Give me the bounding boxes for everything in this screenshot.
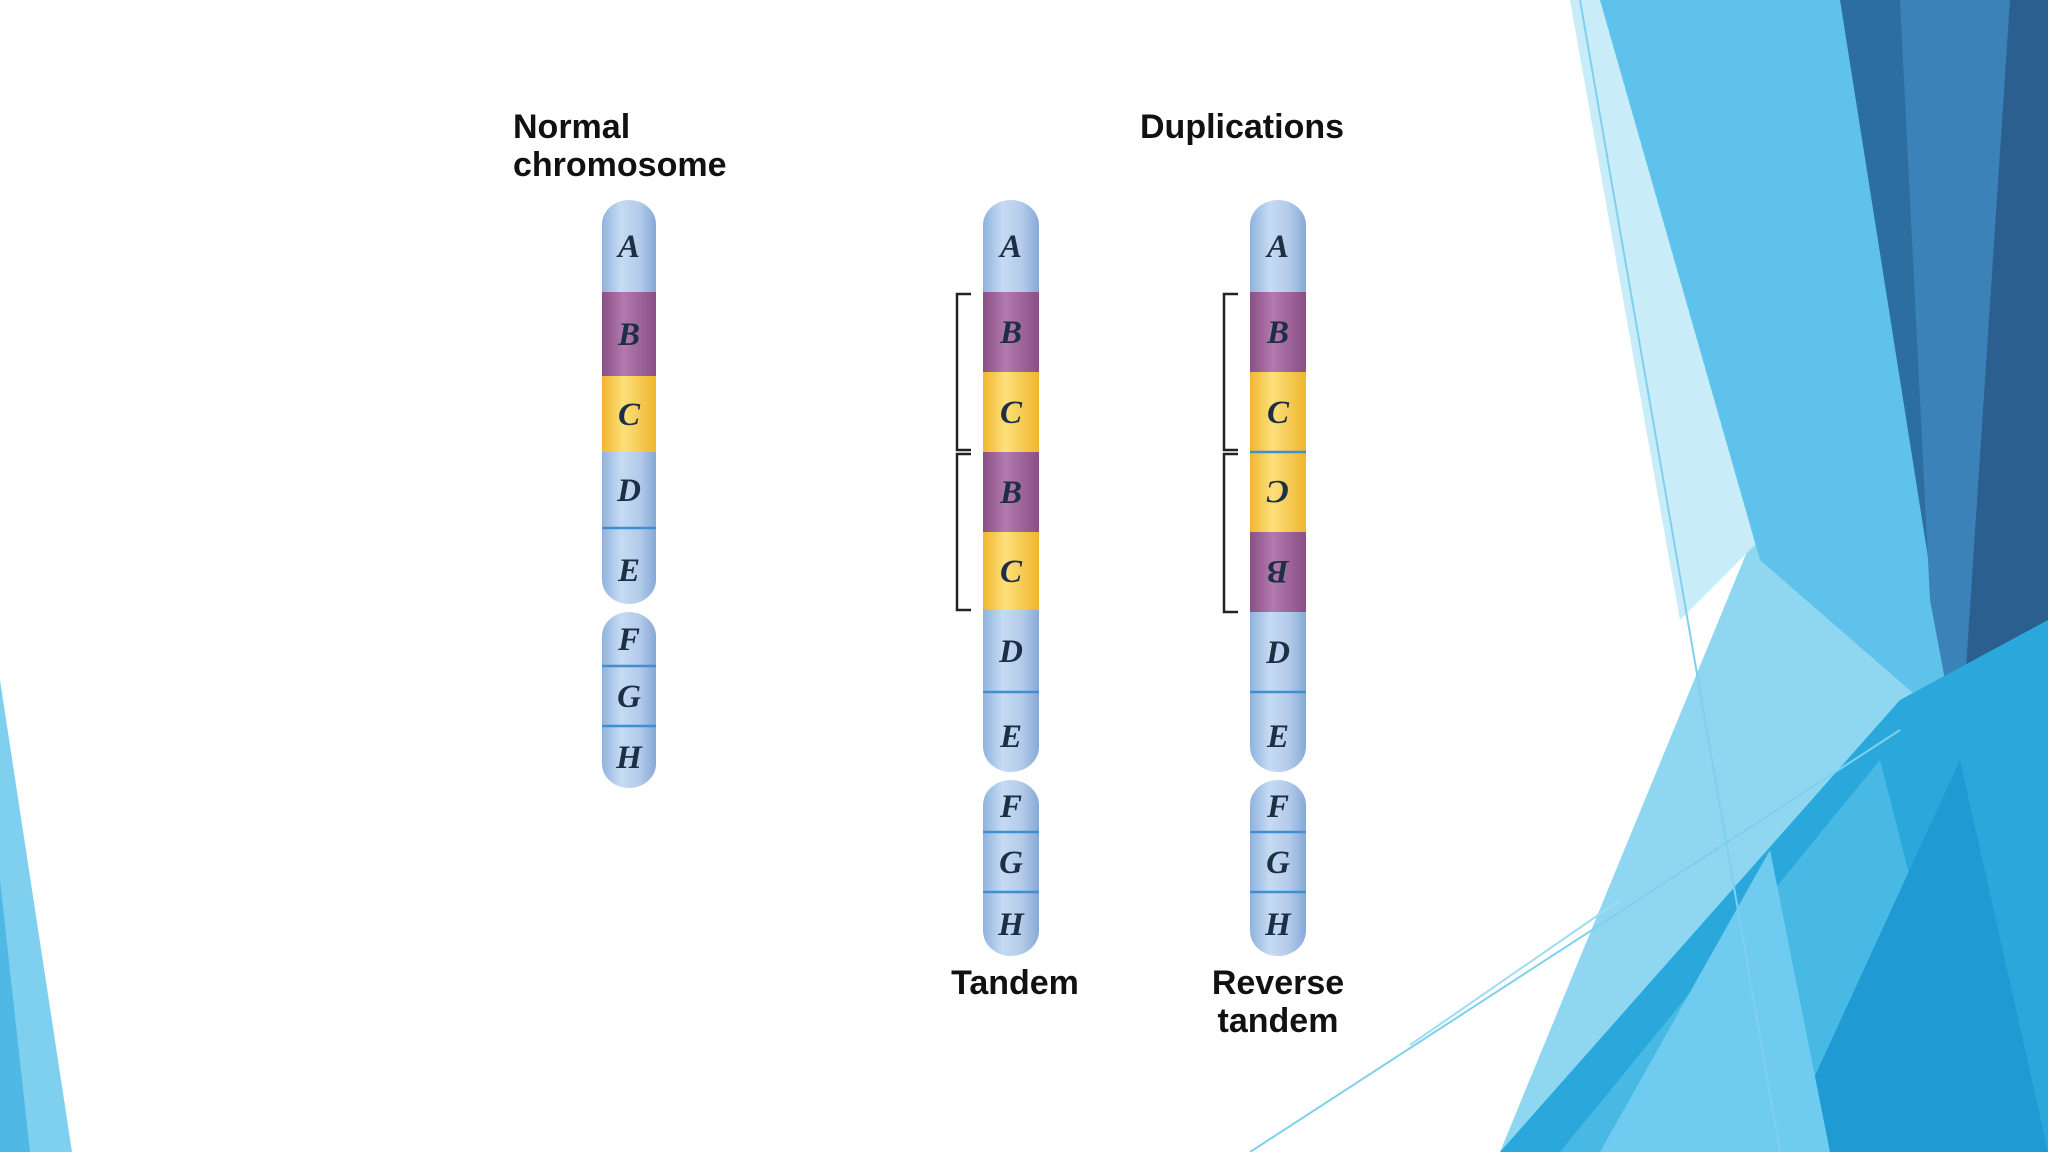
duplications-title: Duplications	[1140, 108, 1345, 146]
decor-line-3	[1409, 899, 1621, 1046]
reverse-tandem-chromosome-label-1: A	[1265, 229, 1289, 265]
normal-chromosome-segment-3	[602, 376, 656, 452]
tandem-chromosome-segment-8	[983, 780, 1039, 832]
reverse-tandem-chromosome-segment-5	[1250, 532, 1306, 612]
right-facet-deep	[1780, 760, 2048, 1152]
reverse-tandem-chromosome-segment-9	[1250, 832, 1306, 892]
reverse-tandem-chromosome-segment-4	[1250, 452, 1306, 532]
normal-chromosome-label-8: H	[615, 740, 643, 776]
reverse-tandem-chromosome-segment-6	[1250, 612, 1306, 692]
reverse-tandem-chromosome-label-10: H	[1264, 907, 1292, 943]
reverse-tandem-caption: Reverse tandem	[1178, 964, 1378, 1040]
tandem-chromosome-segment-5	[983, 532, 1039, 610]
normal-chromosome-label-3: C	[618, 397, 641, 433]
reverse-tandem-chromosome-segment-8	[1250, 780, 1306, 832]
tandem-chromosome-label-6: D	[998, 634, 1023, 670]
tandem-chromosome-segment-6	[983, 610, 1039, 692]
normal-chromosome-label-5: E	[617, 553, 640, 589]
normal-chromosome-label-7: G	[617, 679, 641, 715]
left-accent-triangle-dark	[0, 880, 30, 1152]
reverse-tandem-chromosome-label-2: B	[1266, 315, 1289, 351]
reverse-caption-line2: tandem	[1217, 1002, 1339, 1040]
tandem-chromosome-label-10: H	[997, 907, 1025, 943]
tandem-chromosome-segment-4	[983, 452, 1039, 532]
right-facet-dark-2	[1960, 0, 2048, 760]
reverse-tandem-chromosome-label-7: E	[1266, 719, 1289, 755]
tandem-chromosome-label-8: F	[999, 789, 1022, 825]
reverse-bracket-1	[1222, 292, 1238, 452]
normal-chromosome-segment-4	[602, 452, 656, 528]
tandem-chromosome-segment-2	[983, 292, 1039, 372]
left-accent-triangle	[0, 680, 72, 1152]
normal-chromosome-segment-2	[602, 292, 656, 376]
tandem-chromosome-label-1: A	[998, 229, 1022, 265]
normal-chromosome-label-4: D	[616, 473, 641, 509]
reverse-tandem-chromosome-label-6: D	[1265, 635, 1290, 671]
reverse-tandem-chromosome-segment-2	[1250, 292, 1306, 372]
reverse-tandem-chromosome-segment-10	[1250, 892, 1306, 956]
normal-chromosome-label-1: A	[616, 229, 640, 265]
tandem-chromosome-label-3: C	[1000, 395, 1023, 431]
tandem-chromosome-segment-1	[983, 200, 1039, 292]
tandem-bracket-2	[955, 452, 971, 612]
tandem-chromosome-segment-3	[983, 372, 1039, 452]
tandem-chromosome-label-2: B	[999, 315, 1022, 351]
normal-chromosome-label-6: F	[617, 622, 640, 658]
tandem-bracket-1	[955, 292, 971, 452]
normal-chromosome-segment-6	[602, 612, 656, 666]
reverse-tandem-chromosome-label-8: F	[1266, 789, 1289, 825]
reverse-tandem-chromosome-segment-3	[1250, 372, 1306, 452]
normal-chromosome-title: Normal chromosome	[513, 108, 727, 184]
reverse-bracket-2	[1222, 452, 1238, 614]
tandem-chromosome-label-7: E	[999, 719, 1022, 755]
normal-chromosome-segment-1	[602, 200, 656, 292]
tandem-chromosome-segment-10	[983, 892, 1039, 956]
right-facet-haze	[1600, 850, 1830, 1152]
reverse-tandem-chromosome-segment-7	[1250, 692, 1306, 780]
reverse-caption-line1: Reverse	[1211, 964, 1345, 1002]
tandem-chromosome-label-4: B	[999, 475, 1022, 511]
normal-title-line2: chromosome	[513, 146, 727, 184]
right-facet-steel	[1900, 0, 2010, 760]
normal-chromosome-segment-8	[602, 726, 656, 788]
decor-line-1	[1579, 0, 1781, 1152]
tandem-caption: Tandem	[951, 964, 1079, 1002]
decor-line-2	[1249, 729, 1901, 1152]
reverse-tandem-chromosome-label-5: B	[1267, 553, 1290, 589]
tandem-chromosome-label-9: G	[999, 845, 1023, 881]
reverse-tandem-chromosome-label-4: C	[1266, 473, 1289, 509]
tandem-chromosome-segment-9	[983, 832, 1039, 892]
reverse-tandem-chromosome-label-9: G	[1266, 845, 1290, 881]
normal-chromosome-segment-7	[602, 666, 656, 726]
tandem-chromosome-segment-7	[983, 692, 1039, 780]
normal-title-line1: Normal	[513, 108, 631, 146]
reverse-tandem-chromosome-label-3: C	[1267, 395, 1290, 431]
normal-chromosome-label-2: B	[617, 317, 640, 353]
reverse-tandem-chromosome-segment-1	[1250, 200, 1306, 292]
tandem-chromosome-label-5: C	[1000, 554, 1023, 590]
